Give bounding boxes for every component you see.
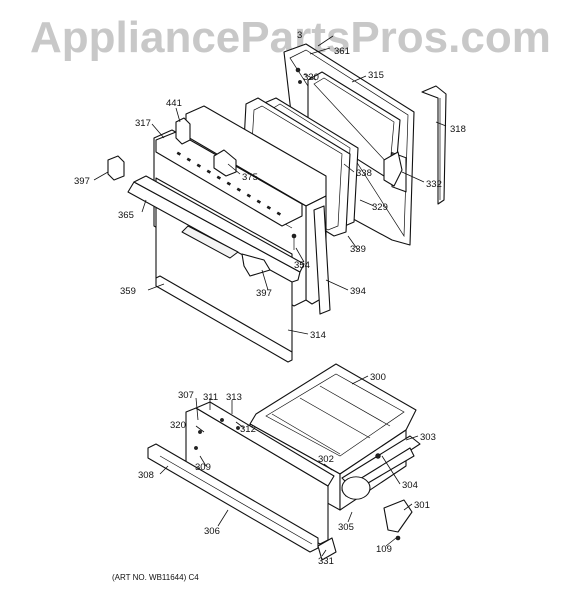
label-394: 394 xyxy=(350,286,366,297)
label-307: 307 xyxy=(178,390,194,401)
label-109: 109 xyxy=(376,544,392,555)
label-320-bottom: 320 xyxy=(170,420,186,431)
label-320-top: 320 xyxy=(303,72,319,83)
label-441: 441 xyxy=(166,98,182,109)
label-338: 338 xyxy=(356,168,372,179)
label-329: 329 xyxy=(372,202,388,213)
label-311: 311 xyxy=(203,392,218,403)
door-side-trim xyxy=(421,85,447,205)
label-300: 300 xyxy=(370,372,386,383)
door-small-parts xyxy=(107,117,403,187)
label-314: 314 xyxy=(310,330,326,341)
label-306: 306 xyxy=(204,526,220,537)
label-397-right: 397 xyxy=(256,288,272,299)
drawer-small-parts xyxy=(317,453,413,561)
label-361: 361 xyxy=(334,46,350,57)
label-365: 365 xyxy=(118,210,134,221)
part-labels: 3 361 320 315 441 318 317 375 338 332 39… xyxy=(74,30,466,567)
door-hinge xyxy=(291,205,331,315)
label-304: 304 xyxy=(402,480,418,491)
art-number: (ART NO. WB11644) C4 xyxy=(112,573,199,582)
drawer-front-panel xyxy=(147,401,335,553)
label-332: 332 xyxy=(426,179,442,190)
label-3: 3 xyxy=(297,30,302,41)
label-331: 331 xyxy=(318,556,334,567)
label-317: 317 xyxy=(135,118,151,129)
door-outer-panel xyxy=(127,131,305,363)
label-315: 315 xyxy=(368,70,384,81)
label-312: 312 xyxy=(240,424,256,435)
leader-lines xyxy=(93,35,447,557)
label-397-left: 397 xyxy=(74,176,90,187)
label-308: 308 xyxy=(138,470,154,481)
label-354: 354 xyxy=(294,260,310,271)
label-303: 303 xyxy=(420,432,436,443)
label-359: 359 xyxy=(120,286,136,297)
label-339: 339 xyxy=(350,244,366,255)
label-301: 301 xyxy=(414,500,430,511)
label-309: 309 xyxy=(195,462,211,473)
label-302: 302 xyxy=(318,454,334,465)
label-305: 305 xyxy=(338,522,354,533)
label-375: 375 xyxy=(242,172,258,183)
label-313: 313 xyxy=(226,392,242,403)
label-318: 318 xyxy=(450,124,466,135)
